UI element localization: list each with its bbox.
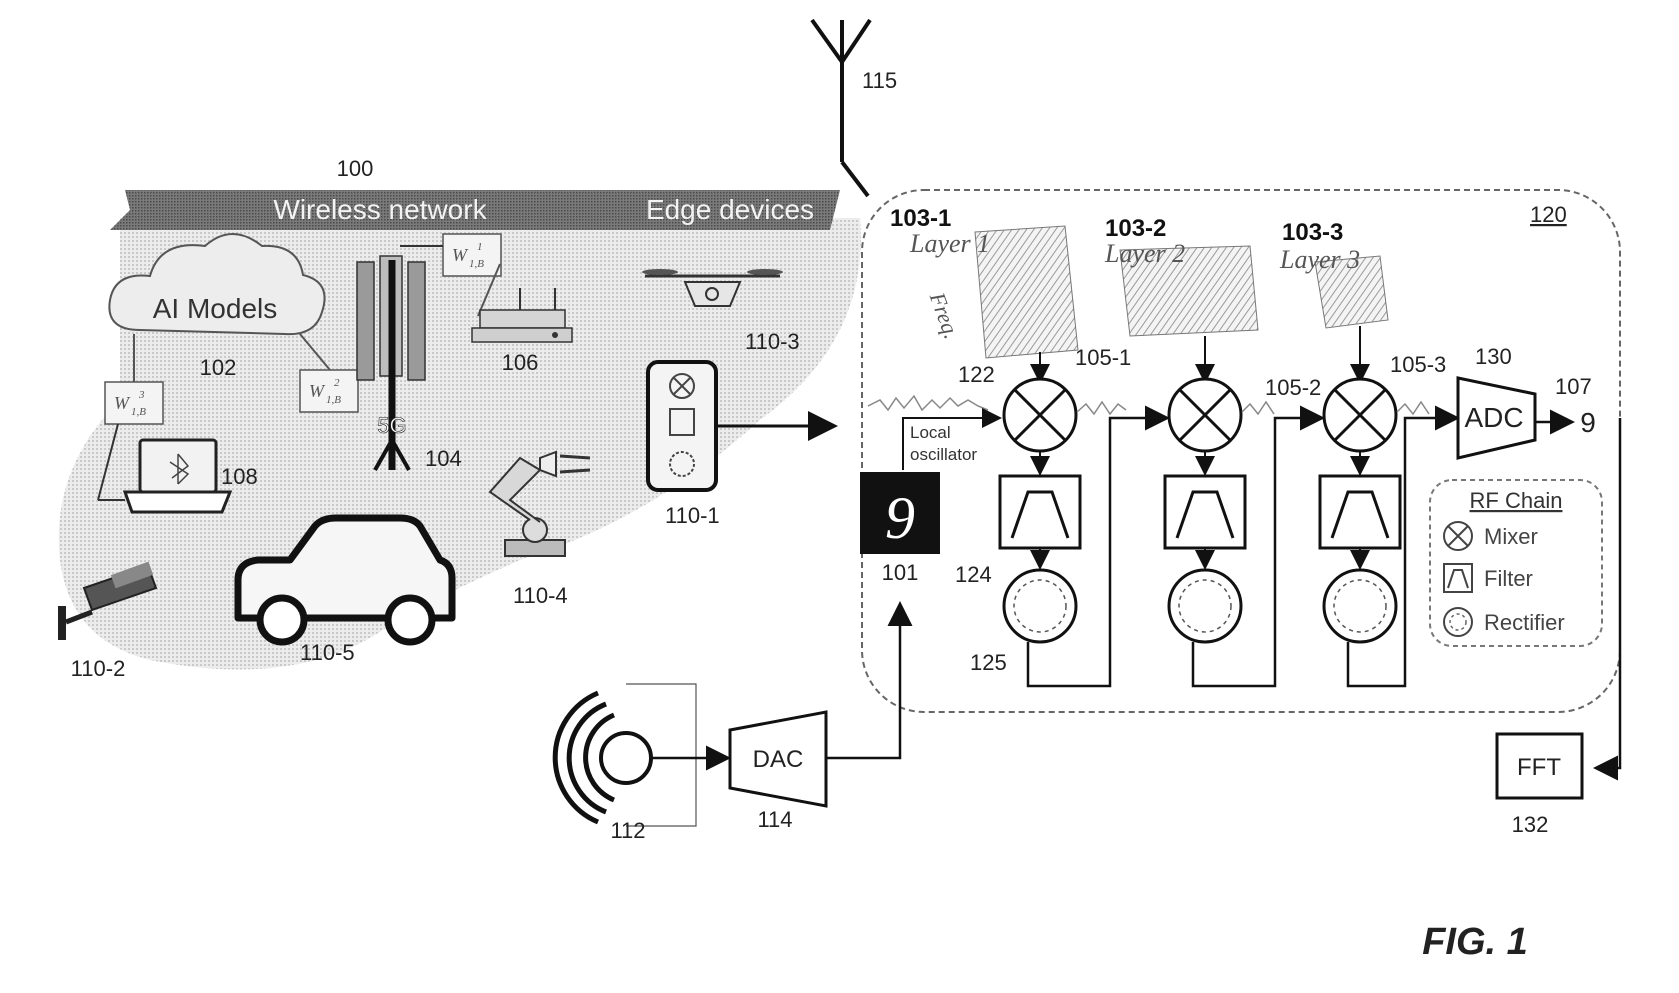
layer-3-name: Layer 3 <box>1279 245 1360 274</box>
layer-plate-1 <box>975 226 1078 358</box>
lo-label-line1: Local <box>910 423 951 442</box>
cloud-ref: 102 <box>200 355 237 380</box>
signal-ref-1: 105-1 <box>1075 345 1131 370</box>
layer-3-ref: 103-3 <box>1282 219 1343 246</box>
legend-title: RF Chain <box>1470 488 1563 513</box>
weight-box-1: W 1 1,B <box>443 234 501 276</box>
adc-label: ADC <box>1464 402 1523 433</box>
svg-text:3: 3 <box>138 389 145 401</box>
svg-text:W: W <box>452 245 469 265</box>
rectifier-1-icon <box>1004 548 1076 642</box>
laptop-ref: 108 <box>221 464 258 489</box>
mixer-3-icon <box>1324 379 1396 451</box>
fft-label: FFT <box>1517 754 1561 781</box>
rectifier-3-icon <box>1324 548 1396 642</box>
legend-filter-icon <box>1444 564 1472 592</box>
signal-source-icon <box>555 684 696 826</box>
cloud-label: AI Models <box>153 293 278 324</box>
banner-right-label: Edge devices <box>646 194 814 225</box>
drone-ref: 110-3 <box>745 329 800 354</box>
figure-label: FIG. 1 <box>1422 921 1528 963</box>
layer-1-name: Layer 1 <box>909 229 990 258</box>
lo-label-line2: oscillator <box>910 445 977 464</box>
svg-text:1: 1 <box>477 241 483 253</box>
rectifier-2-icon <box>1169 548 1241 642</box>
input-digit: 9 <box>885 485 915 551</box>
signal-ref-2: 105-2 <box>1265 375 1321 400</box>
layer-2-name: Layer 2 <box>1104 239 1185 268</box>
svg-text:1,B: 1,B <box>469 258 484 270</box>
car-ref: 110-5 <box>300 640 355 665</box>
output-digit: 9 <box>1580 407 1596 438</box>
legend-mixer-icon <box>1444 522 1472 550</box>
svg-text:W: W <box>309 381 326 401</box>
chain-ref: 120 <box>1530 202 1567 227</box>
banner-left-label: Wireless network <box>273 194 487 225</box>
legend-item-mixer: Mixer <box>1484 524 1538 549</box>
filter-ref: 124 <box>955 562 992 587</box>
layer-2-ref: 103-2 <box>1105 215 1166 242</box>
robot-arm-ref: 110-4 <box>513 583 568 608</box>
svg-text:W: W <box>114 393 131 413</box>
network-ref: 100 <box>337 156 374 181</box>
svg-text:1,B: 1,B <box>326 394 341 406</box>
filter-2-icon <box>1165 451 1245 548</box>
phone-ref: 110-1 <box>665 503 720 528</box>
output-ref: 107 <box>1555 374 1592 399</box>
mixer-ref: 122 <box>958 362 995 387</box>
camera-ref: 110-2 <box>71 656 126 681</box>
legend-rectifier-icon <box>1444 608 1472 636</box>
svg-text:1,B: 1,B <box>131 406 146 418</box>
mixer-2-icon <box>1169 379 1241 451</box>
tower-label: 5G <box>377 413 406 438</box>
antenna-ref: 115 <box>862 68 897 93</box>
source-ref: 112 <box>610 818 645 843</box>
signal-ref-3: 105-3 <box>1390 352 1446 377</box>
input-ref: 101 <box>882 560 919 585</box>
network-scene: 100 Wireless network Edge devices AI Mod… <box>58 156 861 681</box>
router-ref: 106 <box>502 350 539 375</box>
mixer-1-icon <box>1004 379 1076 451</box>
layer-1-ref: 103-1 <box>890 205 951 232</box>
filter-3-icon <box>1320 451 1400 548</box>
rectifier-ref: 125 <box>970 650 1007 675</box>
svg-text:2: 2 <box>334 377 340 389</box>
legend-item-filter: Filter <box>1484 566 1533 591</box>
adc-ref: 130 <box>1475 344 1512 369</box>
legend-item-rectifier: Rectifier <box>1484 610 1565 635</box>
fft-ref: 132 <box>1512 812 1549 837</box>
antenna-icon <box>812 20 870 196</box>
filter-1-icon <box>1000 451 1080 548</box>
tower-ref: 104 <box>425 446 462 471</box>
freq-axis-label: Freq. <box>924 288 964 342</box>
dac-label: DAC <box>753 746 804 773</box>
dac-ref: 114 <box>757 807 792 832</box>
